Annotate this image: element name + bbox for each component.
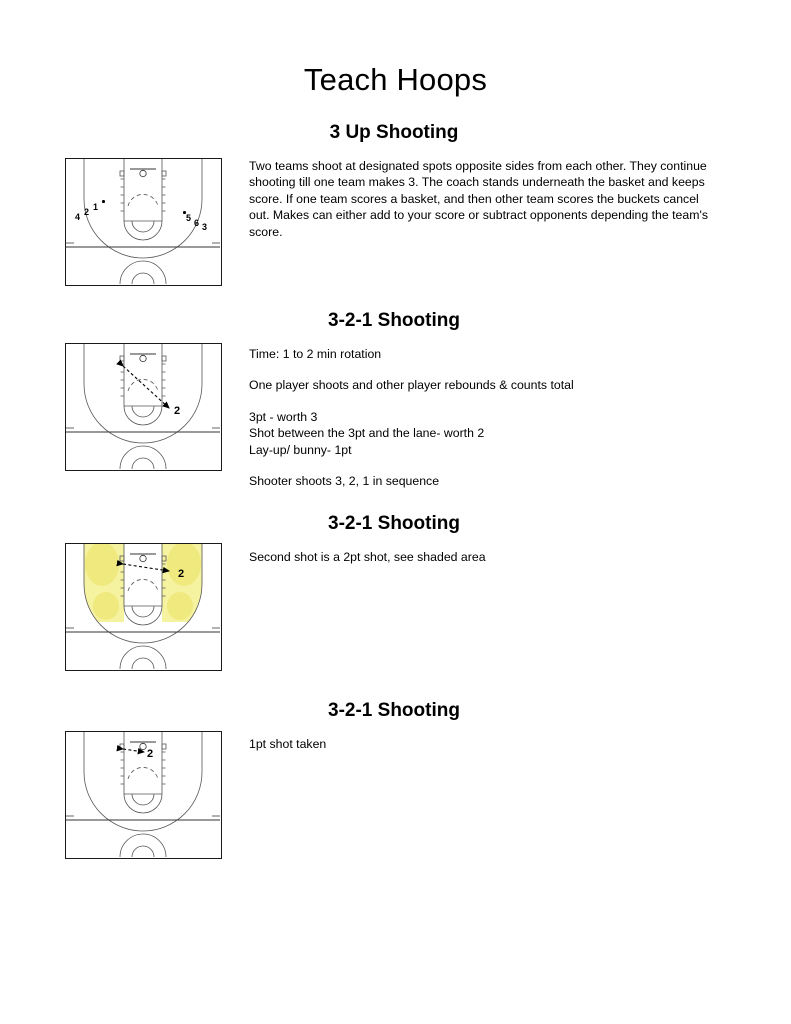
section-4-heading: 3-2-1 Shooting [328,700,460,721]
section-4-text: 3-2-1 Shooting 1pt shot taken [249,700,709,752]
spot-dot-5 [183,211,186,214]
page-title: Teach Hoops [303,62,488,97]
court-diagram-3: 2 [65,543,222,671]
section-2-paragraph-1: Time: 1 to 2 min rotation [249,347,382,361]
section-4-paragraph-1: 1pt shot taken [249,737,327,751]
shaded-2pt-zone [84,544,202,622]
court-diagram-1: 1 2 4 5 6 3 [65,158,222,286]
spot-marker-2: 2 [84,207,90,217]
section-2-paragraph-2: One player shoots and other player rebou… [249,378,574,393]
spot-marker-5: 5 [186,213,192,223]
basketball-half-court: 2 [65,543,222,671]
section-2-text: 3-2-1 Shooting Time: 1 to 2 min rotation… [249,310,709,489]
section-2-paragraph-4: Shooter shoots 3, 2, 1 in sequence [249,474,440,489]
spot-marker-4: 4 [75,212,81,222]
shot-marker-2: 2 [147,748,154,760]
section-1-paragraph-1: Two teams shoot at designated spots oppo… [249,159,708,239]
spot-dot-1 [102,200,105,203]
section-3-paragraph-1: Second shot is a 2pt shot, see shaded ar… [249,550,486,564]
spot-marker-1: 1 [93,202,99,212]
section-2-heading: 3-2-1 Shooting [328,310,460,331]
shot-marker-2: 2 [178,568,185,580]
basketball-half-court: 2 [65,731,222,859]
spot-marker-6: 6 [194,218,200,228]
section-1-heading: 3 Up Shooting [329,122,459,143]
court-diagram-4: 2 [65,731,222,859]
section-3-heading: 3-2-1 Shooting [328,513,460,534]
spot-marker-3: 3 [202,222,208,232]
shot-marker-2: 2 [174,405,181,417]
basketball-half-court: 2 [65,343,222,471]
court-diagram-2: 2 [65,343,222,471]
section-3-text: 3-2-1 Shooting Second shot is a 2pt shot… [249,513,709,565]
basketball-half-court: 1 2 4 5 6 3 [65,158,222,286]
section-1-text: 3 Up Shooting Two teams shoot at designa… [249,122,709,240]
section-2-paragraph-3: 3pt - worth 3 Shot between the 3pt and t… [249,409,485,457]
